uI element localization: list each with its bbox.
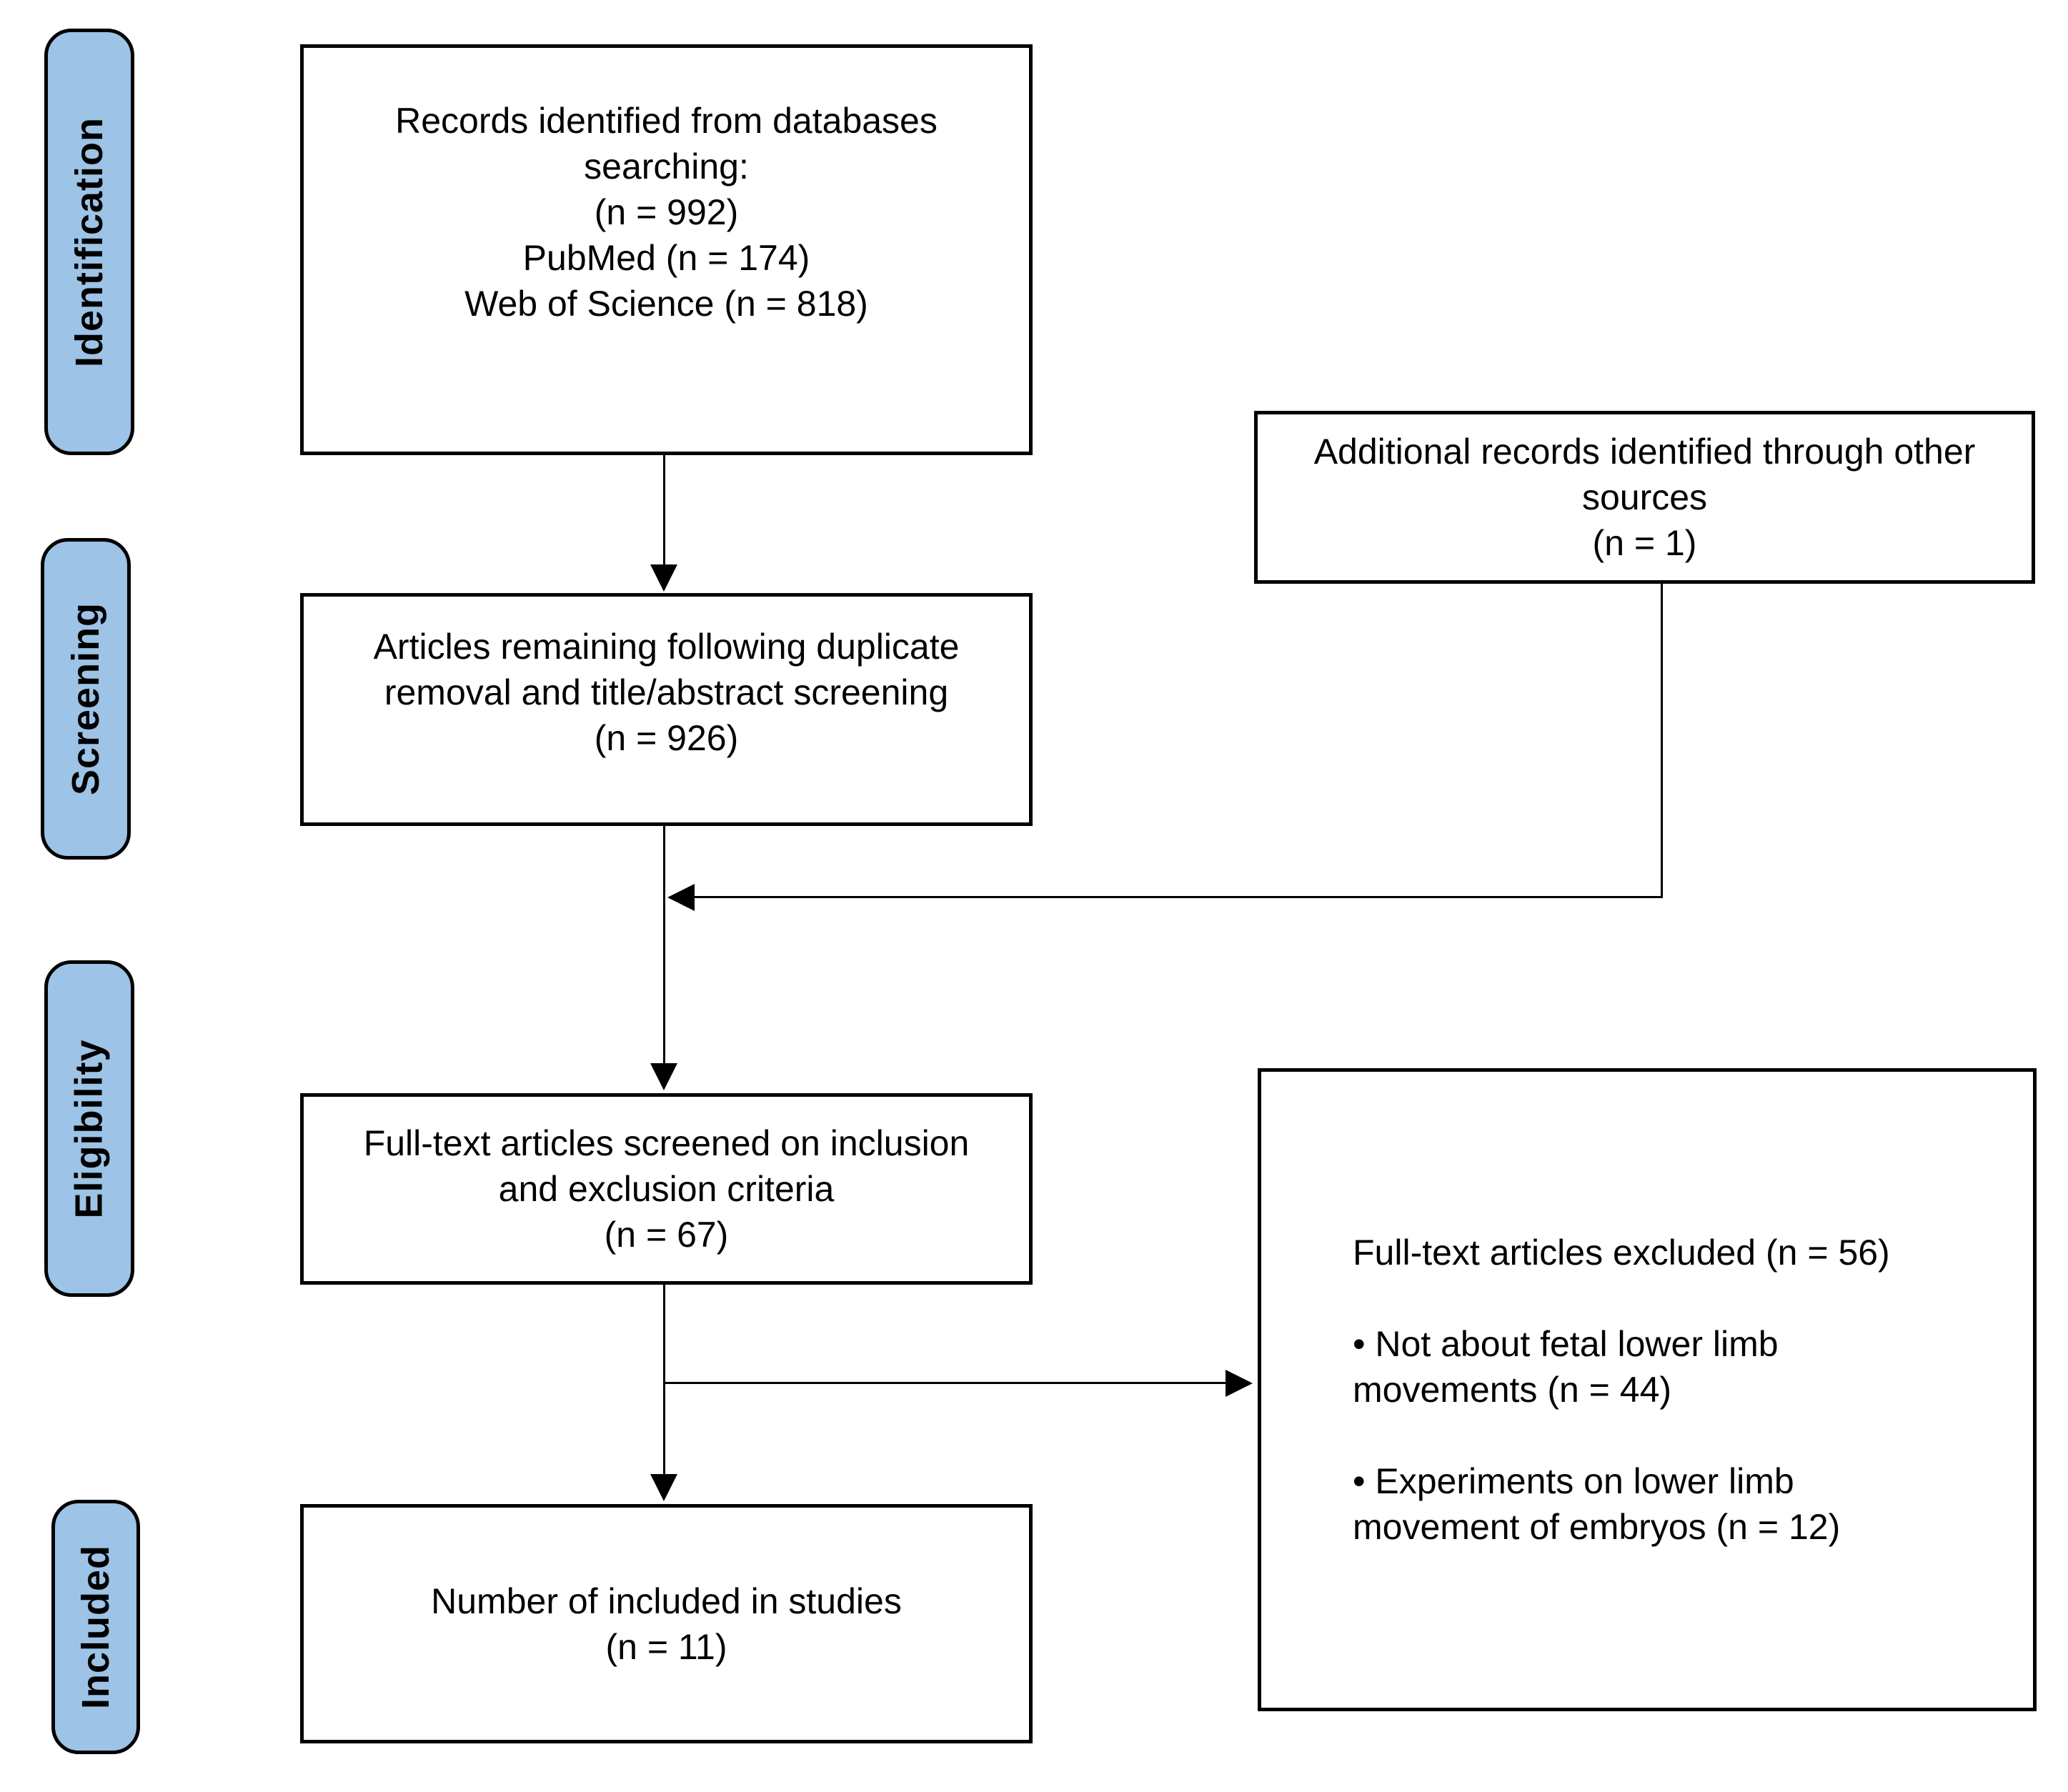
box-fulltext-screened: Full-text articles screened on inclusion… (300, 1093, 1033, 1285)
box-fulltext-excluded-text: Full-text articles excluded (n = 56) • N… (1353, 1233, 1890, 1547)
box-additional-records: Additional records identified through ot… (1254, 411, 2035, 584)
stage-identification-label: Identification (68, 116, 111, 367)
connector-records-to-screening-line (663, 455, 665, 566)
connector-eligibility-to-included-line (663, 1285, 665, 1475)
stage-screening: Screening (41, 538, 131, 860)
stage-identification: Identification (44, 29, 134, 455)
box-after-screening-text: Articles remaining following duplicate r… (373, 627, 960, 758)
connector-screening-to-eligibility-arrowhead-icon (650, 1063, 677, 1090)
box-after-screening: Articles remaining following duplicate r… (300, 593, 1033, 826)
stage-eligibility-label: Eligibility (68, 1038, 111, 1219)
box-included-studies: Number of included in studies (n = 11) (300, 1504, 1033, 1743)
box-records-identified-text: Records identified from databases search… (395, 101, 938, 324)
stage-screening-label: Screening (64, 602, 107, 796)
connector-records-to-screening-arrowhead-icon (650, 564, 677, 592)
connector-additional-arrowhead-icon (667, 884, 695, 911)
box-fulltext-screened-text: Full-text articles screened on inclusion… (363, 1123, 970, 1255)
connector-additional-down-line (1661, 584, 1663, 898)
connector-to-excluded-arrowhead-icon (1226, 1370, 1253, 1397)
connector-eligibility-to-included-arrowhead-icon (650, 1474, 677, 1501)
box-additional-records-text: Additional records identified through ot… (1313, 432, 1976, 563)
box-records-identified: Records identified from databases search… (300, 44, 1033, 455)
stage-included: Included (51, 1500, 140, 1754)
box-included-studies-text: Number of included in studies (n = 11) (431, 1581, 902, 1667)
stage-eligibility: Eligibility (44, 960, 134, 1297)
connector-additional-horizontal-line (695, 896, 1663, 898)
connector-to-excluded-line (663, 1382, 1226, 1384)
connector-screening-to-eligibility-line (663, 826, 665, 1063)
box-fulltext-excluded: Full-text articles excluded (n = 56) • N… (1258, 1068, 2037, 1711)
stage-included-label: Included (74, 1544, 118, 1710)
